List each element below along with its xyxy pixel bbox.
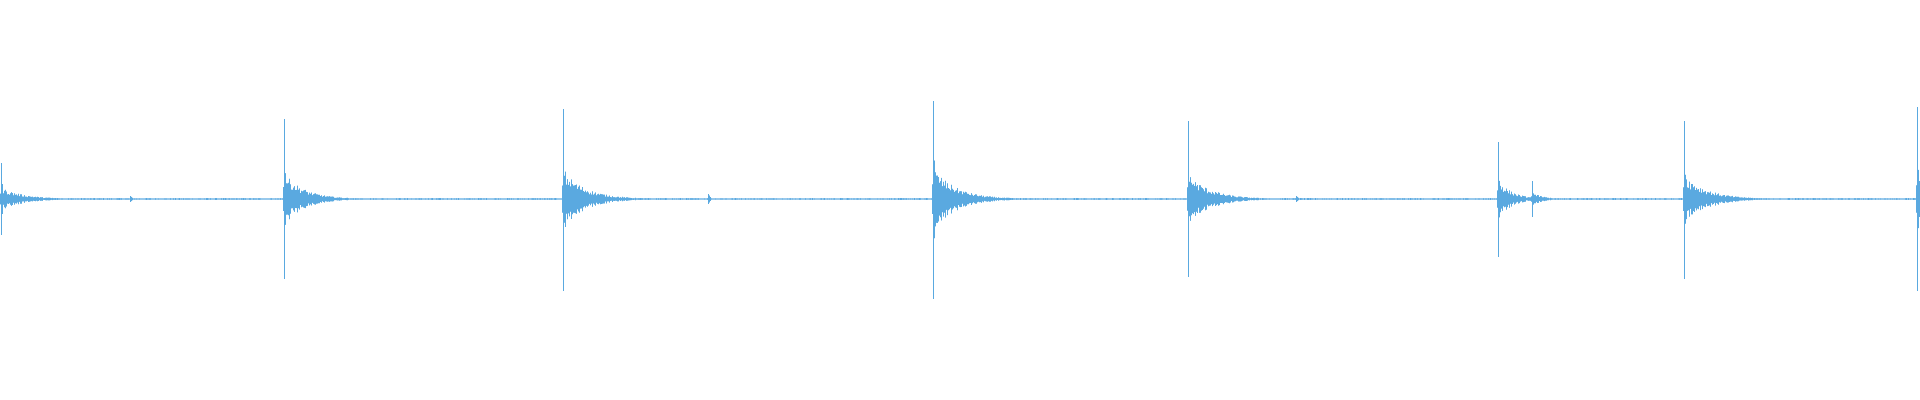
- waveform-trace: [0, 101, 1920, 299]
- waveform-path: [0, 101, 1920, 299]
